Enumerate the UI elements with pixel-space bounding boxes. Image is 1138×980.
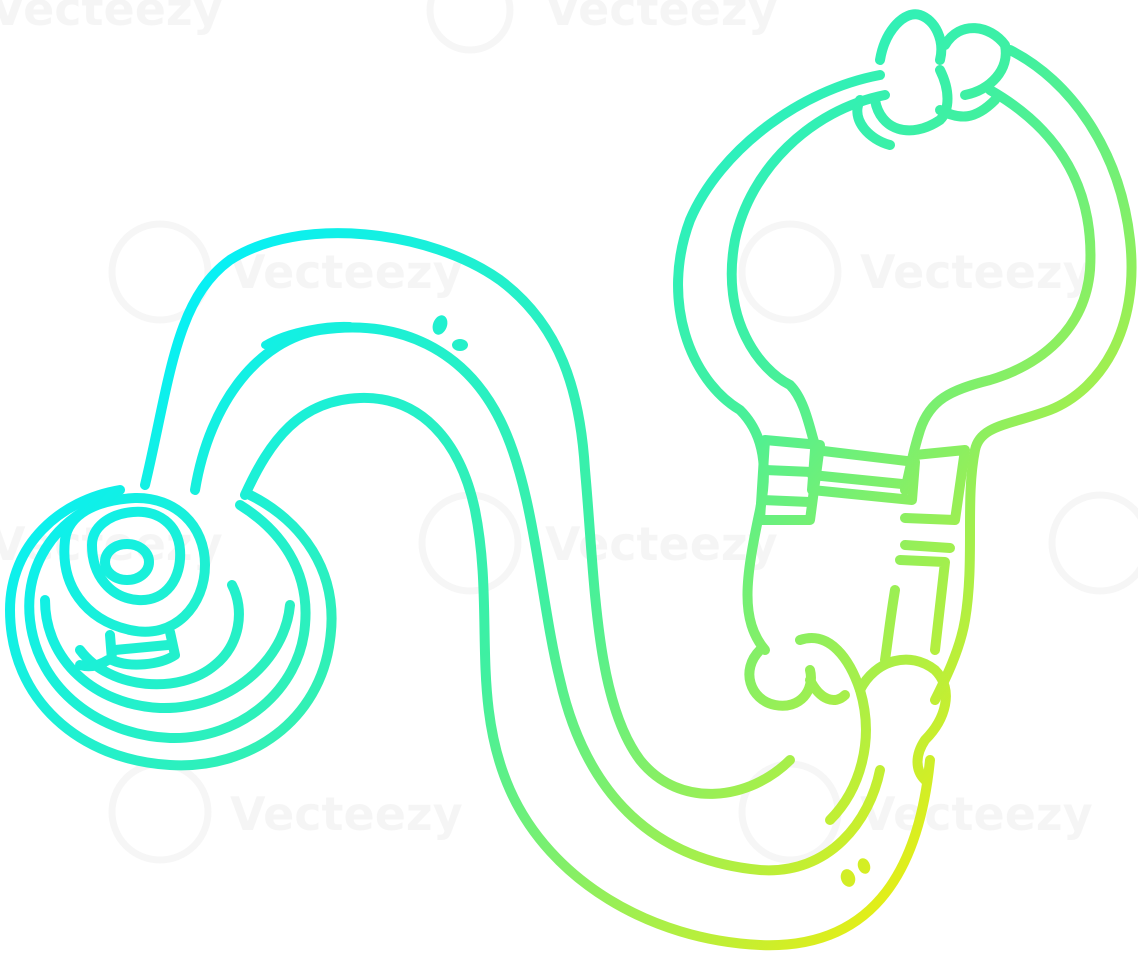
watermark-text: Vecteezy — [230, 787, 463, 841]
watermark-text: Vecteezy — [860, 245, 1093, 299]
tubing — [140, 228, 935, 951]
tube-junction — [744, 633, 951, 825]
watermark-text: Vecteezy — [860, 787, 1093, 841]
highlight-marks — [432, 315, 871, 887]
watermark-text: Vecteezy — [545, 0, 778, 36]
connector-bar — [755, 435, 970, 665]
watermark-text: Vecteezy — [230, 245, 463, 299]
watermark-text: Vecteezy — [545, 517, 778, 571]
watermark-text: Vecteezy — [0, 0, 223, 36]
chest-piece — [5, 485, 337, 771]
watermark-layer: Vecteezy Vecteezy Vecteezy Vecteezy Vect… — [0, 0, 1138, 860]
binaural-headset — [673, 9, 1137, 705]
